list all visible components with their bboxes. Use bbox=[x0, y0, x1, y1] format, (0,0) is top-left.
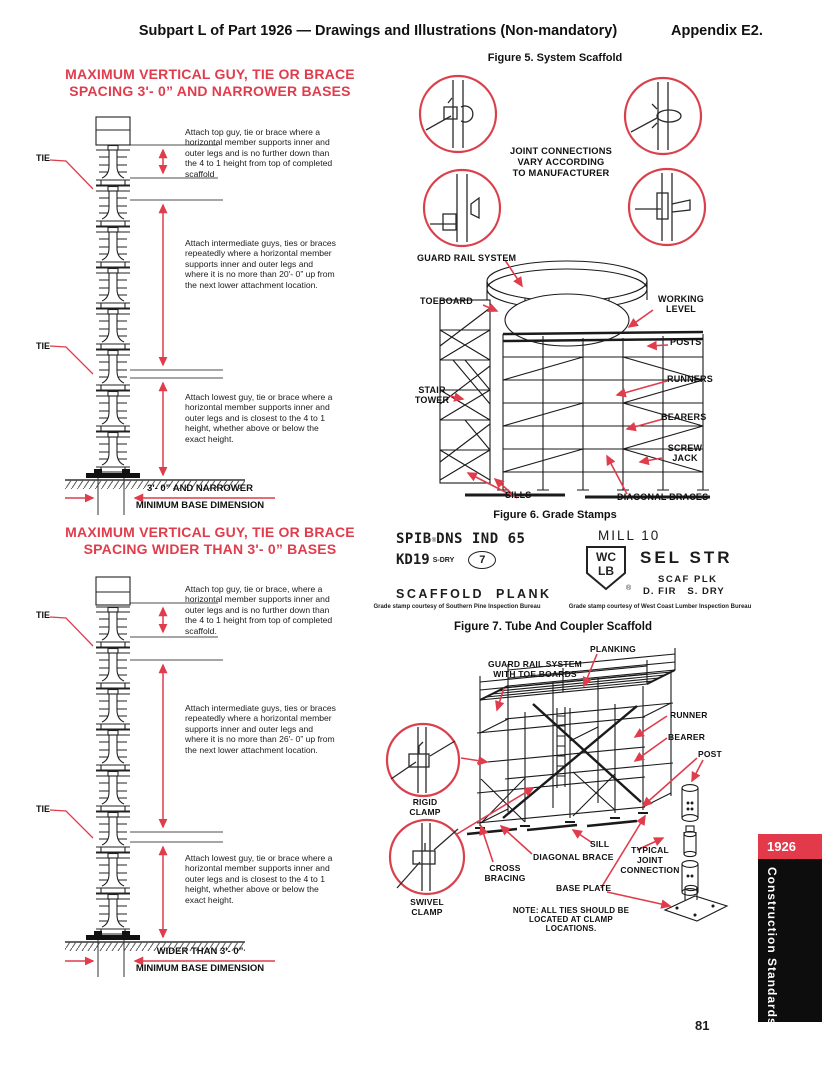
label-working-level: WORKING LEVEL bbox=[658, 294, 704, 314]
label-base-plate: BASE PLATE bbox=[556, 883, 612, 893]
appendix-label: Appendix E2. bbox=[671, 23, 763, 39]
label-bearers: BEARERS bbox=[661, 412, 707, 422]
ties-note: NOTE: ALL TIES SHOULD BE LOCATED AT CLAM… bbox=[512, 906, 630, 933]
label-guard-rail-toe-boards: GUARD RAIL SYSTEM WITH TOE BOARDS bbox=[488, 659, 582, 679]
label-guard-rail-system: GUARD RAIL SYSTEM bbox=[417, 253, 517, 263]
stamp-grade: DNS IND 65 bbox=[436, 531, 526, 547]
label-stair-tower: STAIR TOWER bbox=[414, 385, 450, 405]
base-dimension-line2: MINIMUM BASE DIMENSION bbox=[135, 500, 265, 511]
label-diagonal-braces: DIAGONAL BRACES bbox=[617, 492, 709, 502]
stamp-mark: SPIB bbox=[396, 531, 432, 547]
label-rigid-clamp: RIGID CLAMP bbox=[409, 797, 441, 817]
system-scaffold-drawing bbox=[439, 259, 710, 499]
note-attach-top: Attach top guy, tie or brace where a hor… bbox=[185, 127, 333, 179]
base-dimension-line2: MINIMUM BASE DIMENSION bbox=[135, 963, 265, 974]
label-planking: PLANKING bbox=[590, 644, 636, 654]
label-runners: RUNNERS bbox=[667, 374, 713, 384]
base-dimension-line1: 3'- 0” AND NARROWER bbox=[147, 483, 253, 494]
registered-icon: ® bbox=[431, 538, 437, 544]
label-diagonal-brace: DIAGONAL BRACE bbox=[533, 852, 614, 862]
tie-callout: TIE bbox=[36, 610, 51, 620]
base-dimension-line1: WIDER THAN 3'- 0” bbox=[156, 946, 244, 957]
dimension-arrows bbox=[49, 148, 275, 503]
spib-credit: Grade stamp courtesy of Southern Pine In… bbox=[373, 604, 541, 610]
label-typical-joint-connection: TYPICAL JOINT CONNECTION bbox=[620, 845, 680, 875]
scaffold-plank-label: SCAFFOLD PLANK bbox=[396, 587, 552, 601]
label-runner: RUNNER bbox=[670, 710, 708, 720]
note-attach-lowest: Attach lowest guy, tie or brace where a … bbox=[185, 853, 333, 905]
dimension-arrows bbox=[49, 606, 275, 966]
section-sidebar: Construction Standards bbox=[758, 859, 822, 1026]
label-sills: SILLS bbox=[505, 490, 532, 500]
note-attach-intermediate: Attach intermediate guys, ties or braces… bbox=[185, 238, 336, 290]
shield-lb: LB bbox=[598, 564, 614, 578]
label-cross-bracing: CROSS BRACING bbox=[484, 863, 526, 883]
note-attach-lowest: Attach lowest guy, tie or brace where a … bbox=[185, 392, 333, 444]
scaf-plk-label: SCAF PLK bbox=[658, 574, 718, 585]
label-post: POST bbox=[698, 749, 722, 759]
mill-label: MILL 10 bbox=[598, 528, 661, 543]
scaffold-tower-narrow-drawing bbox=[49, 116, 275, 515]
shield-wc: WC bbox=[596, 550, 616, 564]
chapter-tab-1926: 1926 bbox=[758, 834, 822, 859]
sidebar-vertical-label: Construction Standards bbox=[765, 867, 779, 1026]
label-bearer: BEARER bbox=[668, 732, 706, 742]
figure7-caption: Figure 7. Tube And Coupler Scaffold bbox=[453, 621, 653, 633]
tie-callout: TIE bbox=[36, 804, 51, 814]
diagram-wide-title: MAXIMUM VERTICAL GUY, TIE OR BRACE SPACI… bbox=[65, 524, 355, 557]
label-posts: POSTS bbox=[670, 337, 702, 347]
joint-connections-note: JOINT CONNECTIONS VARY ACCORDING TO MANU… bbox=[509, 146, 613, 178]
figure5-caption: Figure 5. System Scaffold bbox=[487, 52, 623, 64]
tube-coupler-scaffold-drawing bbox=[385, 648, 729, 922]
note-attach-intermediate: Attach intermediate guys, ties or braces… bbox=[185, 703, 336, 755]
label-toeboard: TOEBOARD bbox=[420, 296, 473, 306]
mill-number-badge: 7 bbox=[468, 551, 497, 569]
label-swivel-clamp: SWIVEL CLAMP bbox=[410, 897, 444, 917]
grade-stamp-spib: SPIB®DNS IND 65 KD19 S-DRY 7 bbox=[396, 531, 536, 569]
page-title: Subpart L of Part 1926 — Drawings and Il… bbox=[138, 23, 618, 39]
stamp-dry: S-DRY bbox=[432, 556, 455, 564]
callout-arrows bbox=[449, 259, 669, 499]
tie-callout: TIE bbox=[36, 341, 51, 351]
stamp-kd: KD19 bbox=[396, 552, 430, 568]
scaffold-tower-wide-drawing bbox=[49, 576, 275, 977]
sel-str-grade: SEL STR bbox=[640, 548, 733, 567]
species-dry-label: D. FIR S. DRY bbox=[643, 586, 725, 597]
note-attach-top: Attach top guy, tie or brace, where a ho… bbox=[185, 584, 333, 636]
joint-connection-details bbox=[418, 74, 707, 248]
page-number: 81 bbox=[695, 1018, 710, 1033]
callout-arrows bbox=[456, 653, 704, 909]
figure6-caption: Figure 6. Grade Stamps bbox=[493, 509, 617, 521]
wclb-credit: Grade stamp courtesy of West Coast Lumbe… bbox=[568, 604, 752, 610]
registered-icon: ® bbox=[626, 584, 632, 592]
label-sill: SILL bbox=[590, 839, 610, 849]
label-screw-jack: SCREW JACK bbox=[667, 443, 703, 463]
tie-callout: TIE bbox=[36, 153, 51, 163]
wclb-shield: WC LB ® bbox=[586, 546, 632, 592]
diagram-narrow-title: MAXIMUM VERTICAL GUY, TIE OR BRACE SPACI… bbox=[65, 66, 355, 99]
